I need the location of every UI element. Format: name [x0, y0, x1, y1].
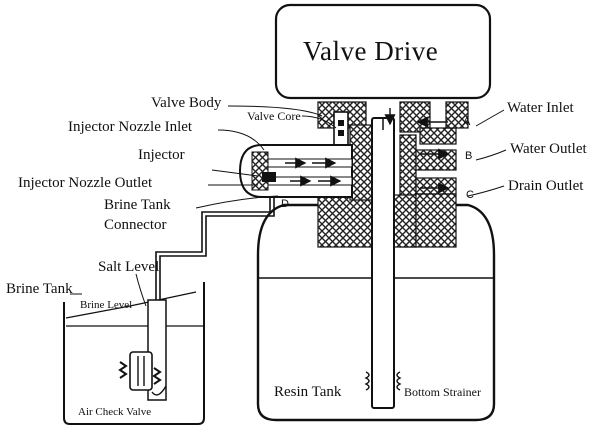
brine-line: [155, 198, 275, 300]
port-b-label: B: [465, 150, 473, 162]
label-brine-tank-connector-1: Brine Tank: [104, 197, 171, 213]
label-valve-body: Valve Body: [151, 95, 222, 111]
label-water-inlet: Water Inlet: [507, 100, 574, 116]
flow-arrows: [285, 108, 450, 194]
injector-nozzle: [262, 172, 276, 182]
label-drain-outlet: Drain Outlet: [508, 178, 584, 194]
label-bottom-strainer: Bottom Strainer: [404, 385, 481, 399]
port-a-label: A: [463, 116, 471, 128]
port-c-label: C: [466, 189, 474, 201]
label-air-check-valve: Air Check Valve: [78, 406, 152, 418]
valve-body: [317, 101, 469, 248]
label-brine-tank: Brine Tank: [6, 281, 73, 297]
salt-surface: [65, 291, 197, 319]
port-d-label: D: [281, 198, 289, 210]
valve-drive-title: Valve Drive: [303, 36, 439, 66]
label-injector-nozzle-inlet: Injector Nozzle Inlet: [68, 119, 193, 135]
label-valve-core: Valve Core: [247, 109, 301, 123]
label-injector-nozzle-outlet: Injector Nozzle Outlet: [18, 175, 153, 191]
label-resin-tank: Resin Tank: [274, 384, 342, 400]
valve-drive-box: [274, 3, 492, 100]
air-check-valve: [118, 351, 167, 396]
distributor-tube: [371, 117, 395, 409]
label-water-outlet: Water Outlet: [510, 141, 587, 157]
brine-tank: [63, 282, 205, 425]
label-injector: Injector: [138, 147, 185, 163]
valve-core: [333, 111, 349, 147]
label-brine-tank-connector-2: Connector: [104, 217, 167, 233]
strainer-coils: [364, 371, 402, 391]
port-leaders: [467, 109, 507, 197]
label-salt-level: Salt Level: [98, 259, 160, 275]
label-brine-level: Brine Level: [80, 299, 133, 311]
